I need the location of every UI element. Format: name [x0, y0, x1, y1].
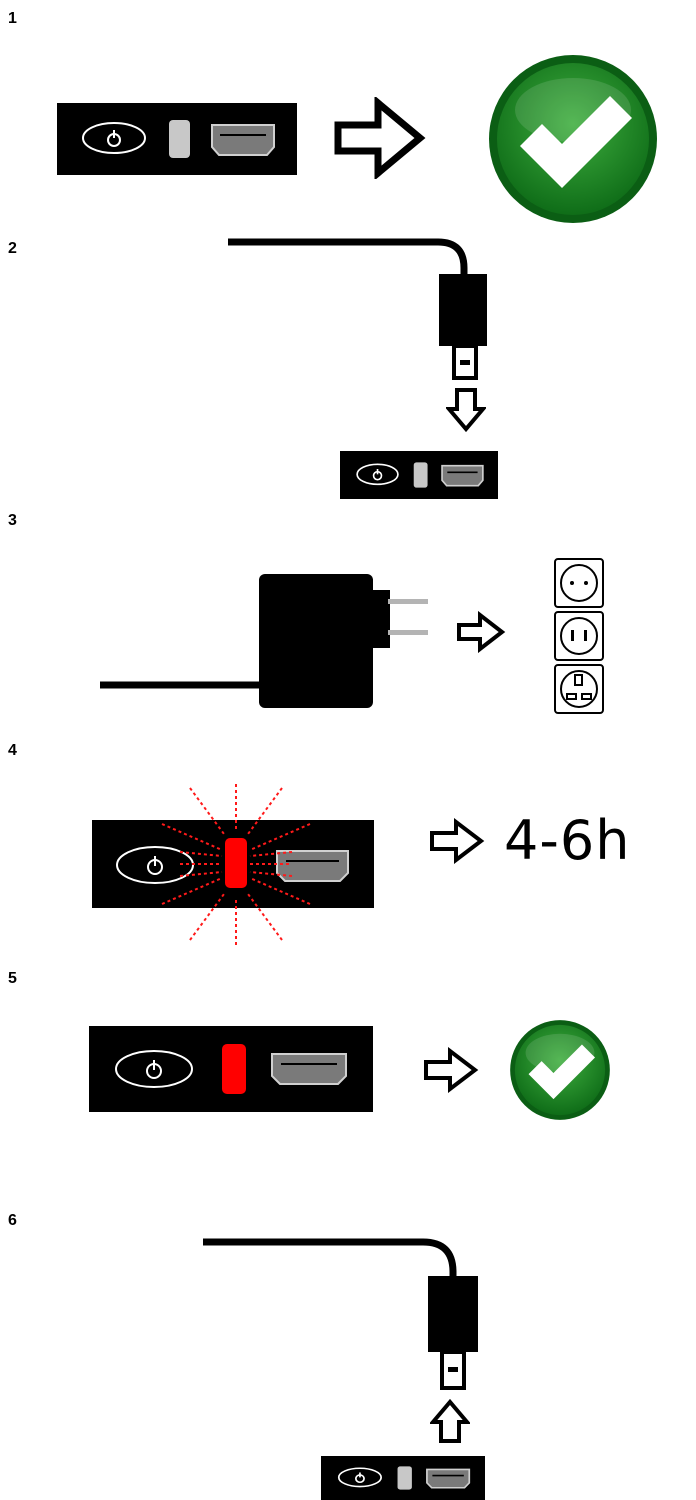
- usb-cable-icon: [203, 1236, 483, 1396]
- device-panel-icon: [89, 1026, 373, 1112]
- usb-cable-icon: [228, 236, 492, 382]
- arrow-right-icon: [423, 1047, 479, 1093]
- step-number-2: 2: [8, 240, 17, 257]
- charging-duration-label: 4-6h: [504, 809, 631, 872]
- step-number-3: 3: [8, 512, 17, 529]
- arrow-down-icon: [446, 387, 486, 433]
- checkmark-icon: [506, 1018, 614, 1122]
- device-panel-icon: [57, 103, 297, 175]
- step-number-6: 6: [8, 1212, 17, 1229]
- step-number-1: 1: [8, 10, 17, 27]
- device-panel-icon: [321, 1456, 485, 1500]
- wall-outlet-icon: [553, 557, 607, 717]
- power-adapter-icon: [100, 570, 432, 710]
- arrow-up-icon: [430, 1398, 470, 1444]
- checkmark-icon: [482, 52, 664, 226]
- arrow-right-icon: [334, 97, 426, 179]
- device-panel-icon: [340, 451, 498, 499]
- step-number-5: 5: [8, 970, 17, 987]
- step-number-4: 4: [8, 742, 17, 759]
- device-panel-charging-icon: [92, 780, 374, 948]
- arrow-right-icon: [429, 818, 485, 864]
- arrow-right-icon: [456, 611, 506, 653]
